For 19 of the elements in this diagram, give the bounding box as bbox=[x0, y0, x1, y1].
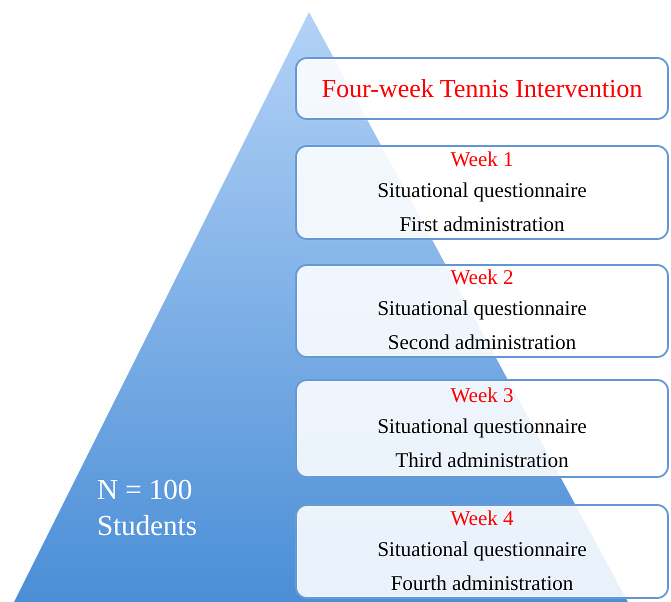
questionnaire-label: Situational questionnaire bbox=[377, 412, 587, 440]
administration-label: Fourth administration bbox=[390, 570, 574, 596]
week-box bbox=[295, 264, 669, 358]
week-label: Week 2 bbox=[450, 264, 514, 291]
questionnaire-label: Situational questionnaire bbox=[377, 295, 587, 322]
week-box bbox=[295, 504, 669, 599]
administration-label: First administration bbox=[399, 210, 565, 238]
administration-label: Third administration bbox=[395, 446, 569, 474]
week-box bbox=[295, 379, 669, 478]
week-box bbox=[295, 145, 669, 240]
title-text: Four-week Tennis Intervention bbox=[322, 72, 642, 104]
questionnaire-label: Situational questionnaire bbox=[377, 536, 587, 562]
title-box bbox=[295, 57, 669, 120]
questionnaire-label: Situational questionnaire bbox=[377, 176, 587, 204]
week-label: Week 1 bbox=[450, 146, 514, 172]
week-label: Week 4 bbox=[450, 504, 514, 532]
sample-size-label: N = 100 Students bbox=[97, 473, 198, 544]
administration-label: Second administration bbox=[388, 329, 576, 356]
week-label: Week 3 bbox=[450, 382, 514, 408]
